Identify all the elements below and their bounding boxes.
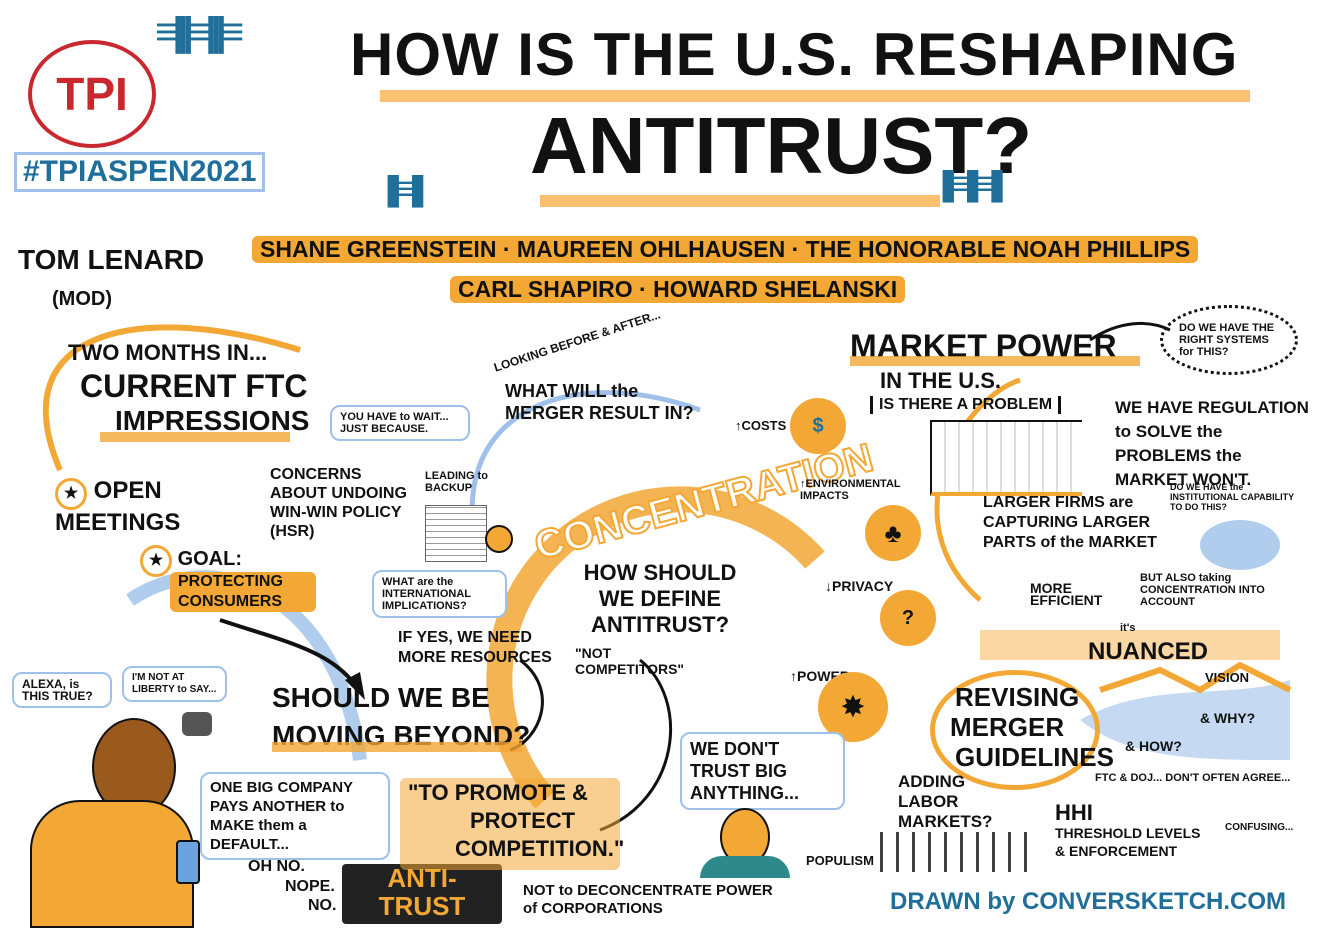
title-decoration-left: ≡|||≡|||≡ (155, 10, 244, 54)
panelists-line-1: SHANE GREENSTEIN · MAUREEN OHLHAUSEN · T… (252, 236, 1199, 263)
deconcentrate-note: NOT to DECONCENTRATE POWER of CORPORATIO… (523, 882, 773, 917)
international-bubble: WHAT are the INTERNATIONAL IMPLICATIONS? (372, 570, 507, 618)
anti-trust-sign: ANTI- TRUST (342, 864, 502, 924)
crowd-illustration (880, 832, 1030, 872)
guidelines-circle (930, 670, 1100, 790)
open-meetings: ★ OPEN MEETINGS (55, 478, 195, 536)
power-icon: ✸ (818, 672, 888, 742)
why-label: & WHY? (1200, 710, 1256, 726)
not-competitors-note: "NOT COMPETITORS" (575, 645, 685, 677)
environmental-label: ↑ENVIRONMENTAL IMPACTS (800, 478, 901, 502)
is-there-a-problem: IS THERE A PROBLEM (870, 396, 1062, 414)
promote-line-1: "TO PROMOTE & (408, 780, 588, 805)
promote-line-2: PROTECT (470, 808, 576, 833)
merger-question: WHAT WILL the MERGER RESULT IN? (505, 381, 694, 423)
hashtag: #TPIASPEN2021 (14, 152, 266, 192)
guidelines-heading-2: MERGER (950, 712, 1065, 742)
phone-icon (176, 840, 200, 884)
star-icon: ★ (140, 545, 172, 577)
regulation-note: WE HAVE REGULATION to SOLVE the PROBLEMS… (1115, 398, 1309, 489)
privacy-icon: ? (880, 590, 936, 646)
moving-beyond-line-1: SHOULD WE BE (272, 682, 490, 713)
dont-trust-bubble: WE DON'T TRUST BIG ANYTHING... (680, 732, 845, 810)
backup-note: LEADING to BACKUP (425, 470, 488, 494)
goal-detail: PROTECTING CONSUMERS (170, 572, 316, 612)
anti-trust-line-2: TRUST (378, 891, 466, 921)
resources-note: IF YES, WE NEED MORE RESOURCES (398, 629, 552, 666)
smart-speaker-icon (182, 712, 212, 736)
costs-label: ↑COSTS (735, 418, 787, 433)
oh-no-2: NOPE. (285, 878, 335, 895)
two-months-label: TWO MONTHS IN... (68, 340, 268, 365)
define-antitrust-question: HOW SHOULD WE DEFINE ANTITRUST? (583, 560, 737, 637)
oh-no-1: OH NO. (248, 858, 305, 875)
impressions-heading: IMPRESSIONS (115, 405, 310, 436)
star-icon: ★ (55, 478, 87, 510)
city-illustration (930, 420, 1082, 496)
title-decoration-right: |||≡|||≡||| (940, 165, 1005, 203)
current-ftc-heading: CURRENT FTC (80, 368, 308, 404)
threshold-note: THRESHOLD LEVELS & ENFORCEMENT (1055, 825, 1201, 859)
in-the-us: IN THE U.S. (880, 368, 1002, 393)
institutional-note: DO WE HAVE the INSTITUTIONAL CAPABILITY … (1170, 482, 1295, 512)
ftc-doj-note: FTC & DOJ... DON'T OFTEN AGREE... (1095, 772, 1291, 784)
open-meetings-label: OPEN MEETINGS (55, 477, 181, 536)
more-efficient-note: MORE EFFICIENT (1030, 580, 1103, 608)
privacy-label: ↓PRIVACY (825, 578, 894, 594)
labor-markets-note: ADDING LABOR MARKETS? (898, 772, 993, 831)
oh-no-3: NO. (308, 897, 337, 914)
dollar-icon: $ (790, 398, 846, 454)
title-line-1: HOW IS THE U.S. RESHAPING (350, 21, 1239, 88)
panelists-line-2: CARL SHAPIRO · HOWARD SHELANSKI (450, 276, 906, 303)
vision-label: VISION (1205, 670, 1250, 685)
person-body-illustration (30, 800, 194, 928)
goal-label: ★ GOAL: (140, 545, 242, 577)
market-power-highlight (850, 356, 1140, 366)
shoulders-illustration (700, 856, 790, 878)
larger-firms-note: LARGER FIRMS are CAPTURING LARGER PARTS … (983, 494, 1157, 551)
populism-label: POPULISM (806, 853, 874, 868)
alexa-question-bubble: ALEXA, is THIS TRUE? (12, 672, 112, 708)
guidelines-heading-3: GUIDELINES (955, 742, 1114, 772)
alexa-answer-bubble: I'M NOT AT LIBERTY to SAY... (122, 666, 227, 702)
tpi-logo-text: TPI (56, 68, 128, 120)
impressions-highlight (100, 432, 290, 442)
how-label: & HOW? (1125, 738, 1182, 754)
moderator-role: (MOD) (52, 288, 112, 310)
concerns-note: CONCERNS ABOUT UNDOING WIN-WIN POLICY (H… (270, 466, 407, 540)
systems-bubble: DO WE HAVE THE RIGHT SYSTEMS for THIS? (1160, 305, 1298, 375)
credit: DRAWN by CONVERSKETCH.COM (890, 888, 1287, 915)
hhi-label: HHI (1055, 800, 1093, 825)
its-label: it's (1120, 622, 1136, 634)
title-decoration-middle: |||≡||| (385, 170, 426, 208)
person-icon (485, 525, 513, 553)
tree-icon: ♣ (865, 505, 921, 561)
paper-stack-icon (425, 505, 487, 562)
moving-beyond-highlight (272, 742, 522, 752)
nuanced-label: NUANCED (1088, 638, 1208, 665)
moderator-name: TOM LENARD (18, 244, 205, 275)
guidelines-heading-1: REVISING (955, 682, 1080, 712)
title-highlight-1 (380, 90, 1250, 102)
confusing-note: CONFUSING... (1225, 822, 1294, 833)
wait-bubble: YOU HAVE to WAIT... JUST BECAUSE. (330, 405, 470, 441)
tpi-logo: TPI (28, 40, 156, 148)
title-highlight-2 (540, 195, 940, 207)
goal-text: GOAL: (177, 548, 242, 570)
but-also-note: BUT ALSO taking CONCENTRATION INTO ACCOU… (1140, 572, 1265, 608)
promote-line-3: COMPETITION." (455, 836, 625, 861)
promote-highlight (400, 778, 620, 870)
title-line-2: ANTITRUST? (530, 101, 1033, 190)
coins-illustration (1200, 520, 1280, 570)
default-bubble: ONE BIG COMPANY PAYS ANOTHER to MAKE the… (200, 772, 390, 860)
